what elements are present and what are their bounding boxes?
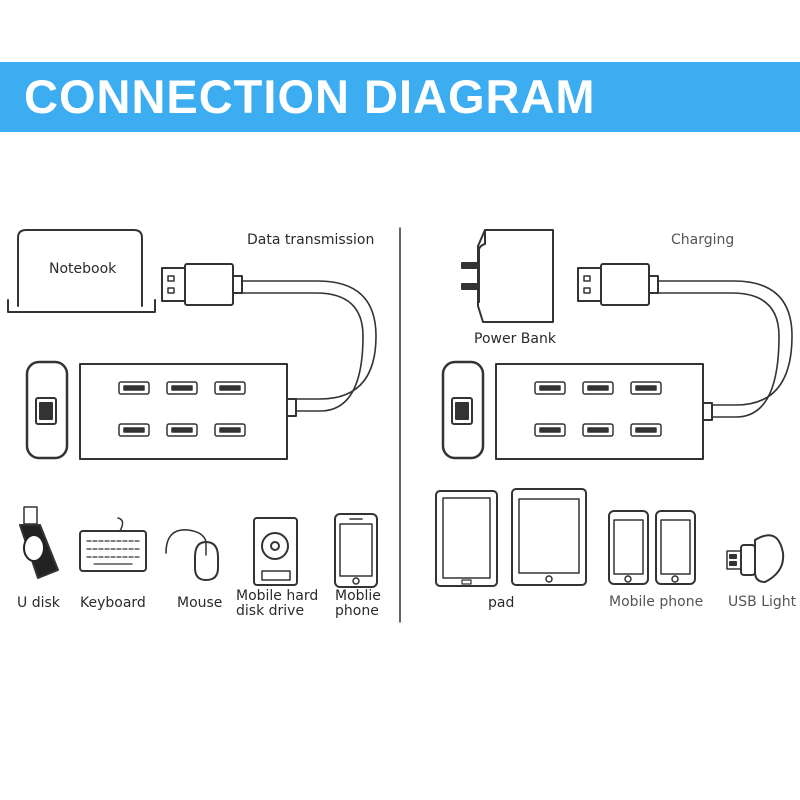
tablet-icon xyxy=(511,488,587,586)
power-adapter-icon xyxy=(441,360,485,460)
hard-disk-icon xyxy=(253,517,298,586)
usb-cable xyxy=(657,280,793,418)
usb-light-icon xyxy=(726,534,785,583)
power-bank-label: Power Bank xyxy=(474,331,556,347)
usb-a-plug-icon xyxy=(161,263,243,306)
notebook-icon xyxy=(7,229,156,313)
usb-light-label: USB Light xyxy=(728,594,797,610)
phone-label-line2: phone xyxy=(335,603,379,619)
keyboard-icon xyxy=(79,517,147,572)
power-adapter-icon xyxy=(25,360,69,460)
mouse-label: Mouse xyxy=(177,595,223,611)
usb-hub-icon xyxy=(495,363,713,460)
mobile-phone-icon xyxy=(334,513,378,588)
tablet-icon xyxy=(435,490,498,587)
pad-label: pad xyxy=(488,595,515,611)
mouse-icon xyxy=(165,529,219,581)
charging-label: Charging xyxy=(671,232,735,248)
hard-disk-label-line2: disk drive xyxy=(236,603,305,619)
usb-hub-icon xyxy=(79,363,297,460)
hard-disk-label-line1: Mobile hard xyxy=(236,588,319,604)
power-bank-icon xyxy=(461,229,554,323)
keyboard-label: Keyboard xyxy=(80,595,146,611)
data-transmission-label: Data transmission xyxy=(247,232,375,248)
notebook-label: Notebook xyxy=(49,261,117,277)
mobile-phone-label: Mobile phone xyxy=(609,594,704,610)
page-title: CONNECTION DIAGRAM xyxy=(24,70,596,123)
title-banner: CONNECTION DIAGRAM xyxy=(0,62,800,132)
usb-a-plug-icon xyxy=(577,263,659,306)
u-disk-label: U disk xyxy=(17,595,60,611)
usb-cable xyxy=(241,280,377,412)
mobile-phone-icon xyxy=(655,510,696,585)
phone-label-line1: Moblie xyxy=(335,588,381,604)
mobile-phone-icon xyxy=(608,510,649,585)
usb-flash-drive-icon xyxy=(19,506,59,579)
